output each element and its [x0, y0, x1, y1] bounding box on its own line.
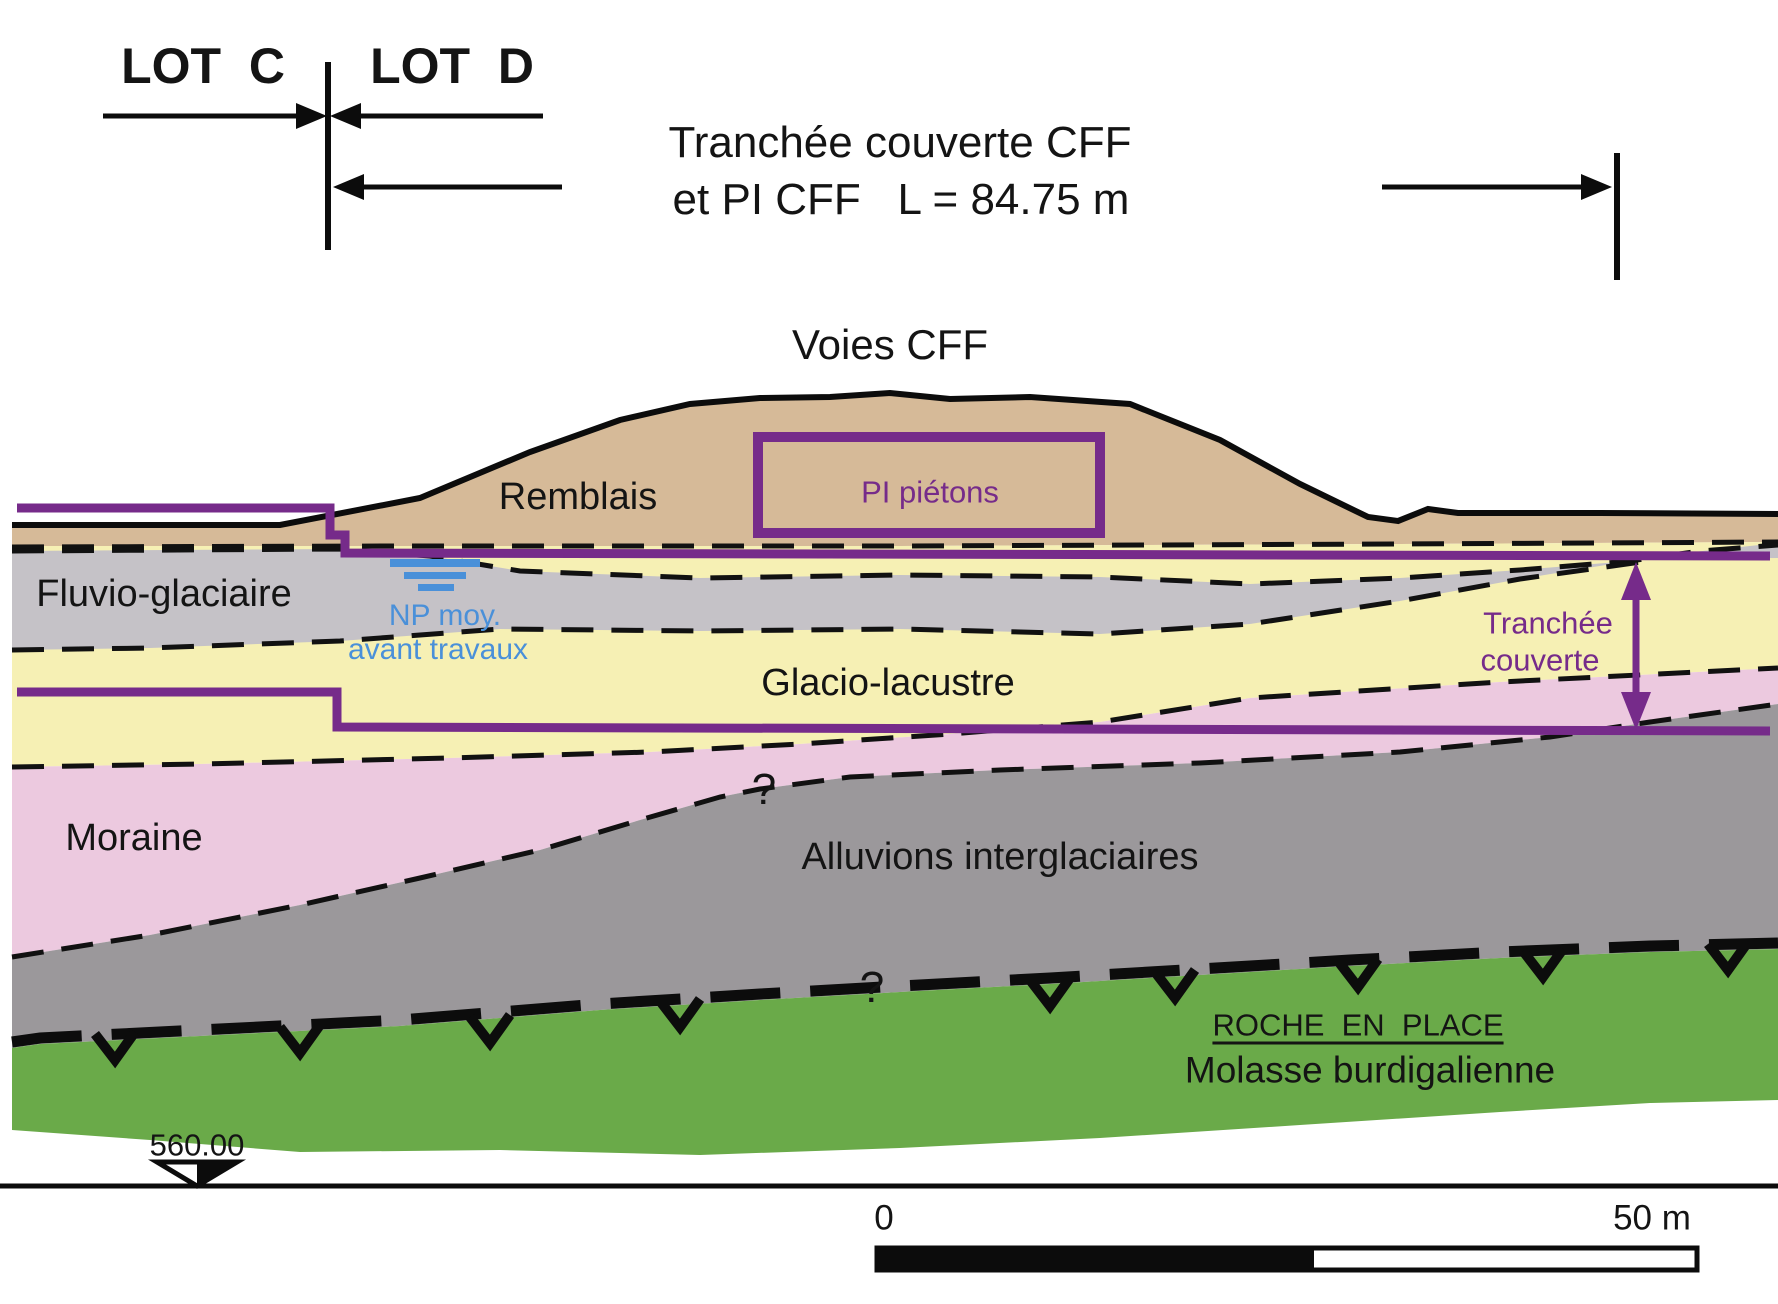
roche-en-place-label: ROCHE EN PLACE [1212, 1007, 1504, 1043]
trench-floor-outline [17, 687, 1771, 736]
scale-bar-end-label: 50 m [1613, 1198, 1691, 1238]
layer-remblais-label: Remblais [498, 476, 658, 518]
lot-boundary-annotation [103, 62, 543, 250]
boundary-fluvio-bottom-dashed [11, 557, 1656, 653]
boundary-moraine-top-dashed [11, 665, 1778, 770]
title-line2: et PI CFF L = 84.75 m [672, 175, 1130, 224]
benchmark-icon [147, 1159, 247, 1189]
bedrock-tick-marks [91, 939, 1753, 1069]
layer-glacio-lacustre-label: Glacio-lacustre [761, 662, 1015, 704]
question-mark-lower: ? [859, 963, 885, 1012]
groundwater-label-line1: NP moy. [388, 599, 502, 632]
layer-fluvio-glaciaire-label: Fluvio-glaciaire [36, 573, 292, 615]
layer-moraine-fill [12, 668, 1778, 957]
tranchee-couverte-label-line2: couverte [1480, 642, 1600, 678]
layer-molasse-fill [12, 949, 1778, 1155]
lot-c-label: LOT C [121, 38, 285, 94]
boundary-remblais-base-dashed [11, 539, 1778, 550]
voies-cff-label: Voies CFF [791, 321, 989, 368]
length-dimension-annotation [333, 153, 1620, 280]
layer-alluvions-label: Alluvions interglaciaires [801, 836, 1199, 878]
trench-roof-outline [17, 503, 1771, 561]
question-mark-upper: ? [751, 765, 777, 814]
groundwater-label-line2: avant travaux [347, 633, 529, 666]
tranchee-couverte-arrow [1621, 562, 1651, 730]
boundary-alluvions-top-dashed [11, 701, 1778, 960]
scale-bar-start-label: 0 [874, 1198, 894, 1238]
dim-right-arrowhead [1581, 174, 1612, 200]
pi-pietons-label: PI piétons [861, 474, 999, 510]
scale-bar [874, 1245, 1700, 1273]
dim-left-arrowhead [333, 174, 364, 200]
layer-moraine-label: Moraine [65, 817, 203, 859]
title-line1: Tranchée couverte CFF [668, 118, 1132, 167]
water-table-icon [390, 559, 480, 591]
layer-remblais-fill [12, 393, 1778, 547]
lot-c-arrowhead [296, 103, 327, 129]
lot-d-arrowhead [330, 103, 361, 129]
pi-pietons-box [753, 432, 1105, 538]
ground-surface-line [12, 389, 1778, 528]
lot-d-label: LOT D [370, 38, 534, 94]
layer-molasse-label: Molasse burdigalienne [1184, 1049, 1556, 1091]
tranchee-couverte-label-line1: Tranchée [1483, 605, 1613, 641]
datum-elevation-label: 560.00 [149, 1127, 245, 1163]
